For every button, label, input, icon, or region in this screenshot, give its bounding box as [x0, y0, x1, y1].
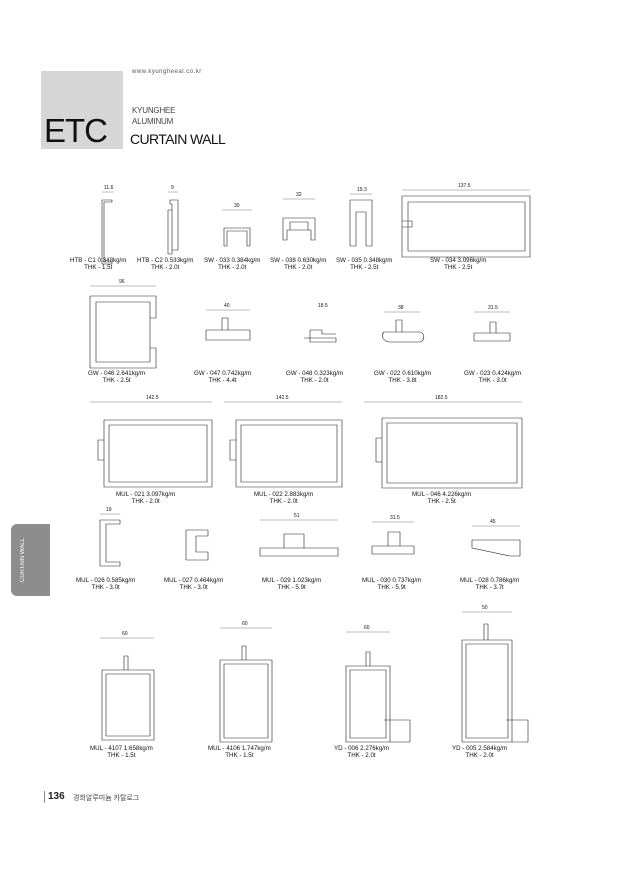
brand-name-line1: KYUNGHEE — [132, 106, 176, 115]
profile-gw-046 — [89, 295, 157, 369]
svg-text:19.3: 19.3 — [357, 187, 367, 193]
caption-gw-046: GW - 046 2.641kg/m THK - 2.5t — [88, 370, 146, 385]
section-color-block — [41, 71, 123, 149]
profile-mul-030 — [371, 531, 415, 555]
profile-mul-4107 — [101, 655, 155, 741]
caption-mul-021: MUL - 021 3.097kg/m THK - 2.0t — [116, 491, 176, 506]
profile-mul-022 — [229, 419, 343, 488]
caption-mul-026: MUL - 026 0.585kg/m THK - 3.0t — [76, 577, 136, 592]
svg-text:182.5: 182.5 — [435, 395, 448, 401]
section-label: ETC — [44, 112, 108, 149]
profile-htb-c2 — [167, 199, 179, 255]
caption-mul-022: MUL - 022 2.883kg/m THK - 2.0t — [254, 491, 314, 506]
svg-text:137.5: 137.5 — [458, 183, 471, 189]
svg-text:96: 96 — [119, 279, 125, 285]
svg-text:60: 60 — [242, 621, 248, 627]
svg-text:18.5: 18.5 — [318, 303, 328, 309]
footer-company: 경희알루미늄 카탈로그 — [73, 795, 140, 802]
caption-htb-c2: HTB - C2 0.533kg/m THK - 2.0t — [137, 257, 194, 272]
profile-sw-033 — [223, 227, 251, 247]
profile-gw-047 — [205, 317, 251, 341]
svg-text:45: 45 — [490, 519, 496, 525]
svg-text:51: 51 — [294, 513, 300, 519]
svg-text:142.5: 142.5 — [276, 395, 289, 401]
caption-sw-034: SW - 034 3.096kg/m THK - 2.5t — [430, 257, 487, 272]
caption-gw-022: GW - 022 0.610kg/m THK - 3.8t — [374, 370, 432, 385]
svg-text:32: 32 — [296, 192, 302, 198]
svg-text:31.5: 31.5 — [488, 305, 498, 311]
svg-text:60: 60 — [122, 631, 128, 637]
svg-text:30: 30 — [234, 203, 240, 209]
profile-htb-c1 — [101, 199, 113, 265]
side-category-tab[interactable] — [11, 524, 50, 596]
caption-sw-038: SW - 038 0.630kg/m THK - 2.0t — [270, 257, 327, 272]
caption-mul-029: MUL - 029 1.023kg/m THK - 5.9t — [262, 577, 322, 592]
caption-mul-4107: MUL - 4107 1.658kg/m THK - 1.5t — [90, 745, 153, 760]
profile-sw-038 — [282, 217, 316, 241]
svg-text:31.5: 31.5 — [390, 515, 400, 521]
caption-sw-035: SW - 035 0.348kg/m THK - 2.5t — [336, 257, 393, 272]
profile-yd-006 — [345, 651, 411, 743]
profile-gw-048 — [304, 329, 337, 343]
profile-gw-022 — [382, 319, 425, 343]
svg-text:38: 38 — [398, 305, 404, 311]
profile-sw-035 — [349, 199, 373, 247]
brand-name-line2: ALUMINUM — [132, 117, 174, 126]
profile-yd-005 — [461, 623, 529, 743]
profile-mul-027 — [185, 529, 209, 561]
svg-text:60: 60 — [364, 625, 370, 631]
profile-mul-021 — [97, 419, 213, 488]
caption-yd-005: YD - 005 2.584kg/m THK - 2.0t — [452, 745, 508, 760]
caption-mul-027: MUL - 027 0.464kg/m THK - 3.0t — [164, 577, 224, 592]
footer-divider — [44, 791, 45, 803]
profile-mul-046 — [375, 417, 523, 489]
caption-htb-c1: HTB - C1 0.348kg/m THK - 1.5t — [70, 257, 127, 272]
profile-gw-023 — [473, 321, 511, 342]
profile-mul-026 — [99, 519, 121, 567]
caption-gw-023: GW - 023 0.424kg/m THK - 3.0t — [464, 370, 522, 385]
svg-text:19: 19 — [106, 507, 112, 513]
svg-text:11.6: 11.6 — [104, 185, 114, 191]
caption-yd-006: YD - 006 2.276kg/m THK - 2.0t — [334, 745, 390, 760]
profile-mul-4106 — [219, 645, 273, 743]
caption-mul-4106: MUL - 4106 1.747kg/m THK - 1.5t — [208, 745, 271, 760]
caption-sw-033: SW - 033 0.384kg/m THK - 2.0t — [204, 257, 261, 272]
profile-mul-028 — [471, 539, 521, 557]
caption-gw-047: GW - 047 0.742kg/m THK - 4.4t — [194, 370, 252, 385]
caption-gw-048: GW - 048 0.323kg/m THK - 2.0t — [286, 370, 344, 385]
caption-mul-030: MUL - 030 0.737kg/m THK - 5.9t — [362, 577, 422, 592]
page-title: CURTAIN WALL — [130, 131, 226, 147]
svg-text:50: 50 — [482, 605, 488, 611]
svg-text:40: 40 — [224, 303, 230, 309]
svg-text:142.5: 142.5 — [146, 395, 159, 401]
profile-sw-034 — [401, 195, 531, 258]
caption-mul-028: MUL - 028 0.786kg/m THK - 3.7t — [460, 577, 520, 592]
page-number: 136 — [48, 791, 65, 802]
website-url[interactable]: www.kyungheeal.co.kr — [132, 69, 202, 75]
svg-text:9: 9 — [171, 185, 174, 191]
dimension-labels: 11.6 9 30 32 19.3 137.5 96 40 18.5 38 31.5 14… — [104, 183, 498, 637]
caption-mul-046: MUL - 046 4.226kg/m THK - 2.5t — [412, 491, 472, 506]
profile-mul-029 — [259, 533, 339, 557]
